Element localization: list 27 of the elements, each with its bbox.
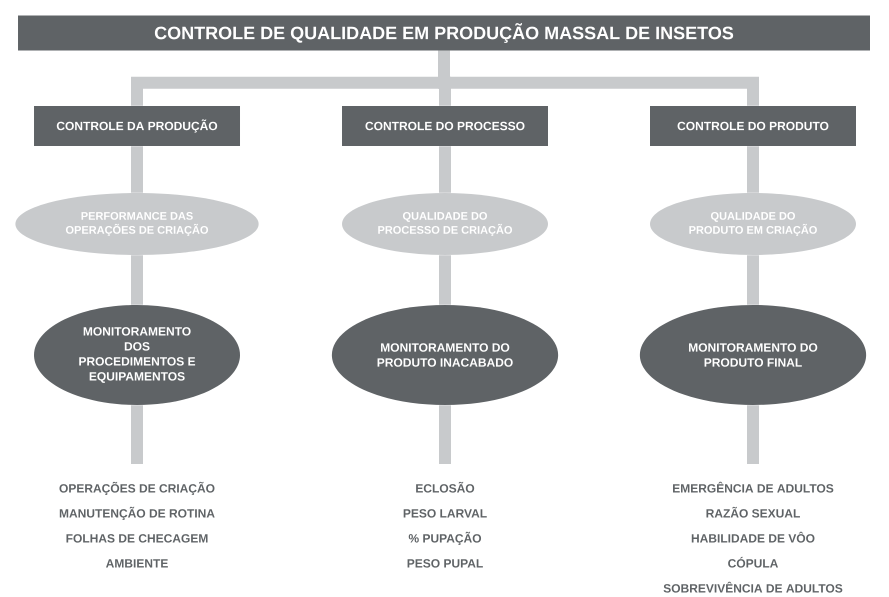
connector-bar bbox=[438, 50, 759, 106]
category-box: CONTROLE DA PRODUÇÃO bbox=[34, 106, 240, 146]
list-item: FOLHAS DE CHECAGEM bbox=[66, 534, 208, 543]
list-item: RAZÃO SEXUAL bbox=[706, 506, 800, 518]
list-item: % PUPAÇÃO bbox=[408, 532, 482, 545]
connector-bar bbox=[747, 405, 759, 464]
connector-bar bbox=[439, 405, 451, 464]
connector-bar bbox=[747, 255, 759, 305]
title-banner: CONTROLE DE QUALIDADE EM PRODUÇÃO MASSAL DE INSETOS bbox=[18, 16, 870, 50]
connector-bar bbox=[131, 255, 143, 305]
list-item: PESO PUPAL bbox=[408, 559, 483, 568]
list-item: EMERGÊNCIA DE ADULTOS bbox=[673, 482, 834, 493]
list-item: AMBIENTE bbox=[106, 559, 168, 568]
list-item: SOBREVIVÊNCIA DE ADULTOS bbox=[664, 582, 842, 593]
category-box: CONTROLE DO PRODUTO bbox=[650, 106, 856, 146]
category-box: CONTROLE DO PROCESSO bbox=[342, 106, 548, 146]
connector-bar bbox=[747, 146, 759, 193]
list-item: HABILIDADE DE VÔO bbox=[692, 532, 814, 543]
connector-bar bbox=[131, 146, 143, 193]
list-item: MANUTENÇÃO DE ROTINA bbox=[60, 506, 215, 520]
list-item: PESO LARVAL bbox=[404, 509, 487, 518]
connector-bar bbox=[439, 146, 451, 193]
list-item: CÓPULA bbox=[728, 556, 778, 568]
connector-bar bbox=[439, 255, 451, 305]
list-item: OPERAÇÕES DE CRIAÇÃO bbox=[60, 482, 214, 495]
list-item: ECLOSÃO bbox=[416, 482, 474, 493]
connector-bar bbox=[131, 405, 143, 464]
